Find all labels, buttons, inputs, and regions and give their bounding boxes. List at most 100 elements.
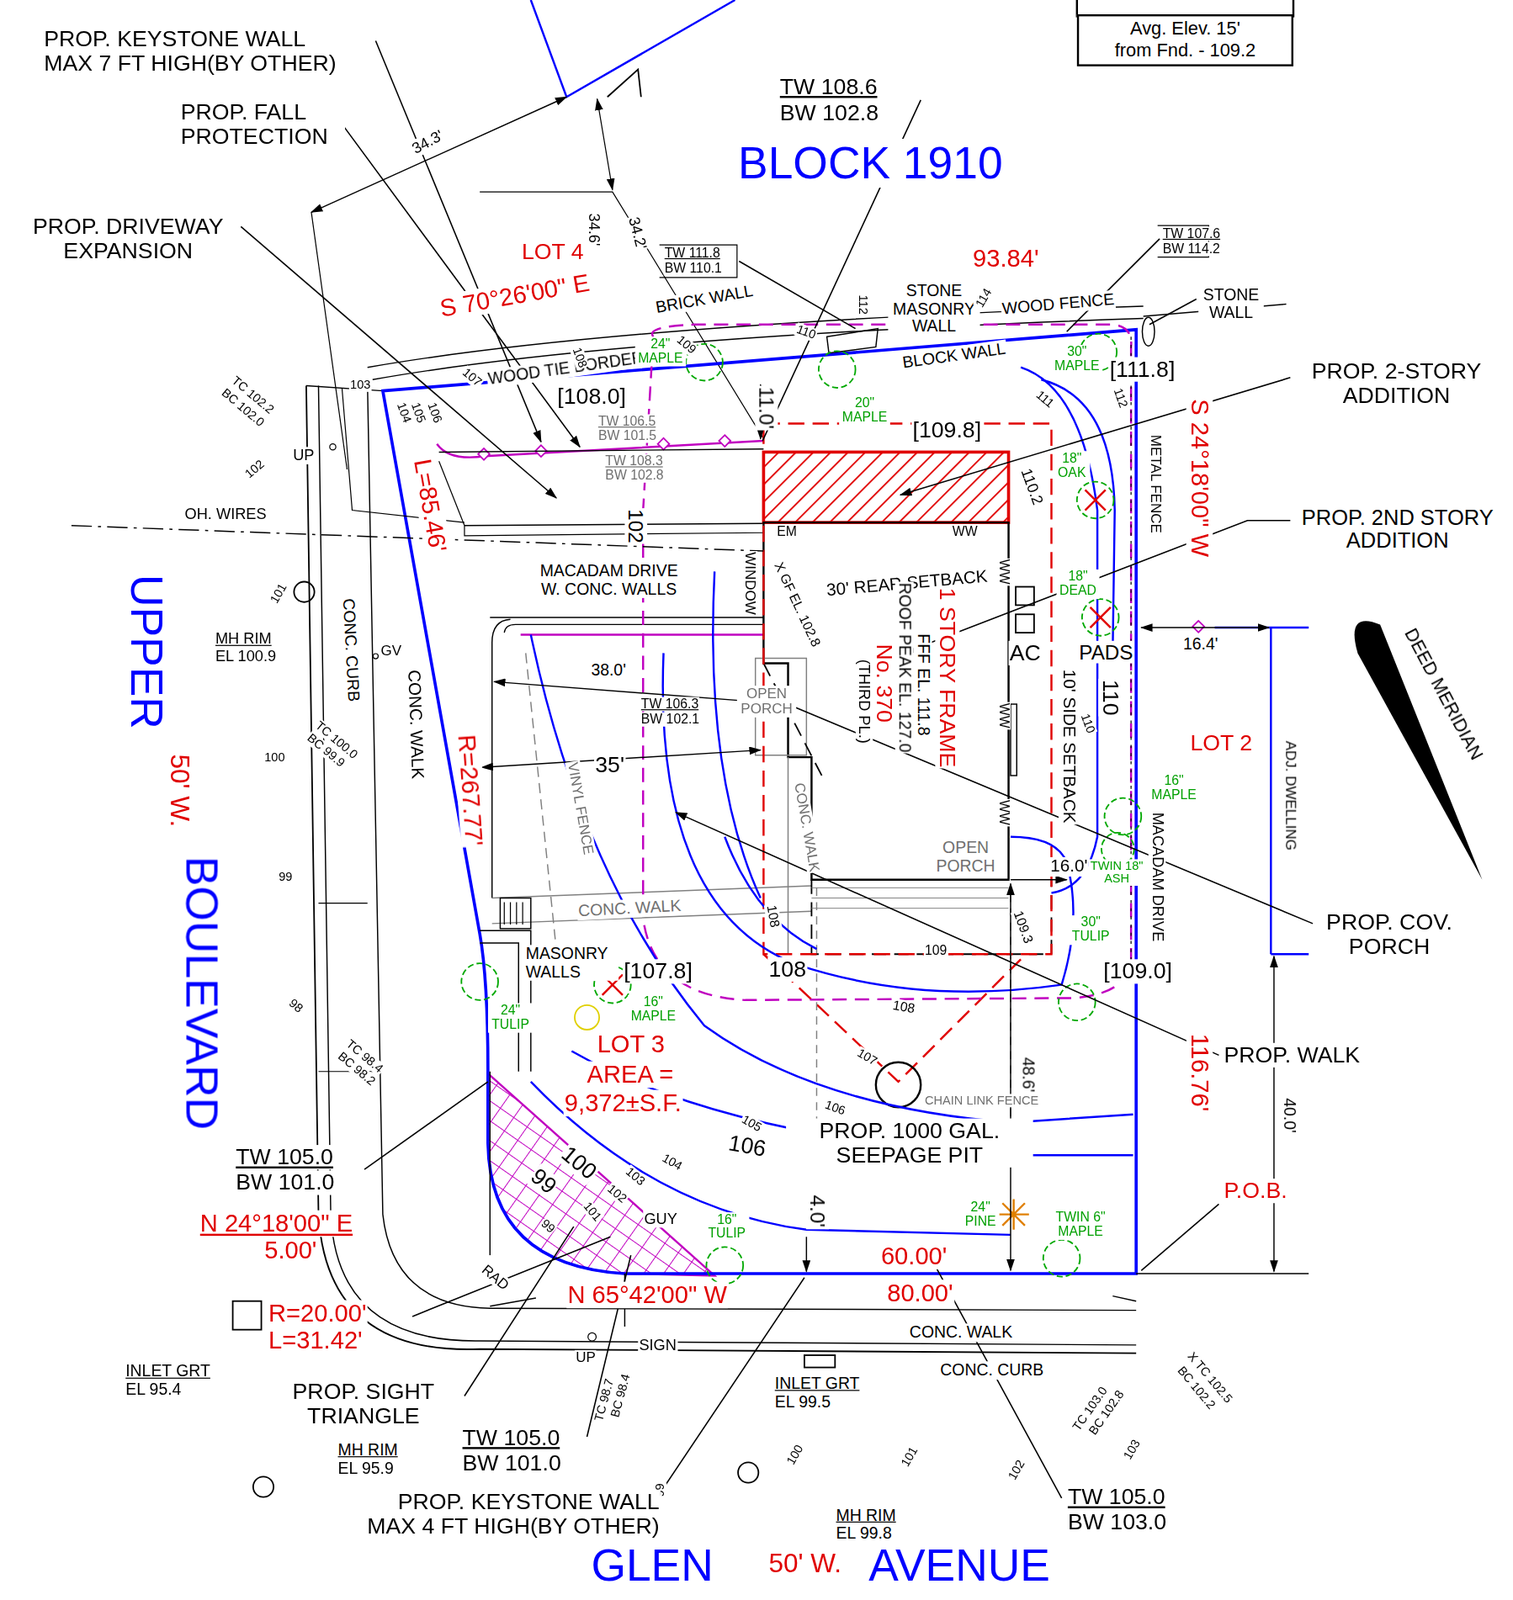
plan-label: 106	[424, 400, 445, 427]
plan-label: BW 102.8	[779, 100, 881, 126]
plan-label: EL 95.4	[124, 1380, 183, 1399]
plan-label: 40.0'	[1280, 1097, 1299, 1135]
plan-label: 106	[822, 1098, 849, 1119]
plan-label: UP	[574, 1350, 597, 1367]
plan-label: 110	[1077, 711, 1099, 738]
plan-label: 108	[763, 903, 782, 930]
plan-label: GV	[379, 642, 403, 659]
plan-label: PADS	[1077, 641, 1135, 664]
plan-label: 38.0'	[589, 661, 627, 680]
plan-label: 101	[267, 580, 291, 607]
street-name: UPPER	[122, 573, 172, 731]
plan-label: 107	[854, 1045, 881, 1069]
plan-label: 98	[285, 996, 307, 1017]
tree-label: 16" MAPLE	[1148, 774, 1200, 804]
plan-label: UP	[291, 446, 316, 464]
elevation-table-box: Avg. Elev. 15' from Fnd. - 109.2	[1077, 14, 1294, 67]
tree-label: 18" OAK	[1053, 451, 1091, 481]
plan-label: TW 108.6	[779, 74, 879, 100]
plan-label: BW 102.1	[640, 712, 701, 728]
plan-label: 105	[738, 1112, 765, 1136]
tree-label: 20" MAPLE	[838, 396, 891, 426]
street-name: GLEN	[589, 1541, 715, 1592]
plan-label: 104	[658, 1151, 685, 1174]
plan-label: STONE MASONRY WALL	[887, 281, 980, 336]
plan-label: WW	[996, 558, 1011, 586]
plan-label: CONC. CURB	[339, 597, 363, 704]
plan-label: PROP. KEYSTONE WALL MAX 4 FT HIGH(BY OTH…	[352, 1490, 661, 1540]
plan-label: ADJ. DWELLING	[1282, 739, 1299, 852]
plan-label: EL 95.9	[336, 1459, 395, 1478]
survey-label: LOT 3	[595, 1030, 666, 1058]
plan-label: 34.6'	[585, 212, 603, 247]
plan-label: PROP. FALL PROTECTION	[180, 100, 346, 150]
survey-label: S 70°26'00" E	[436, 269, 593, 323]
plan-label: BW 103.0	[1067, 1510, 1168, 1535]
survey-label: LOT 2	[1189, 731, 1253, 756]
plan-label: TW 111.8	[663, 245, 722, 261]
plan-label: FFF EL. 111.8	[913, 632, 932, 738]
plan-label: 100	[784, 1442, 807, 1469]
plan-label: 110	[1098, 679, 1123, 717]
plan-label: PROP. DRIVEWAY EXPANSION	[22, 214, 234, 265]
existing-feature-label: TW 106.5	[597, 414, 658, 430]
plan-label: 107	[458, 365, 485, 390]
survey-label: LOT 4	[520, 239, 585, 265]
plan-label: PROP. COV. PORCH	[1316, 910, 1462, 961]
existing-feature-label: BW 102.8	[604, 468, 665, 484]
plan-label: TW 106.3	[640, 697, 701, 712]
plan-label: 102	[242, 456, 269, 482]
plan-label: 35'	[594, 753, 626, 778]
plan-label: 48.6'	[1019, 1056, 1037, 1094]
tree-label: 30" TULIP	[1067, 915, 1115, 945]
plan-label: 99	[277, 870, 294, 885]
plan-label: BRICK WALL	[652, 281, 755, 318]
plan-label: MH RIM	[834, 1507, 898, 1525]
plan-label: 16.0'	[1049, 857, 1089, 877]
existing-feature-label: CONC. WALK	[791, 780, 823, 875]
existing-feature-label: CHAIN LINK FENCE	[923, 1093, 1041, 1108]
plan-label: WW	[996, 799, 1011, 827]
existing-feature-label: OPEN PORCH	[934, 838, 998, 876]
tree-label: TWIN 6" MAPLE	[1051, 1210, 1110, 1241]
existing-feature-label: VINYL FENCE	[564, 760, 597, 858]
plan-label: WW	[996, 702, 1011, 730]
survey-label: 1 STORY FRAME	[934, 587, 960, 770]
plan-label: 108	[890, 998, 917, 1017]
existing-feature-label: OPEN PORCH	[737, 685, 797, 717]
survey-label: 93.84'	[971, 244, 1041, 272]
plan-label: PROP. KEYSTONE WALL MAX 7 FT HIGH(BY OTH…	[42, 26, 351, 77]
plan-label: 108	[767, 957, 807, 983]
plan-label: 34.2'	[624, 214, 650, 253]
plan-label: RAD	[477, 1261, 513, 1295]
plan-label: METAL FENCE	[1147, 434, 1164, 535]
survey-label: No. 370	[871, 642, 897, 724]
plan-label: PROP. 1000 GAL. SEEPAGE PIT	[785, 1119, 1034, 1169]
plan-label: MACADAM DRIVE W. CONC. WALLS	[533, 562, 684, 599]
plan-label: (THIRD PL.)	[855, 658, 873, 745]
plan-label: 109.3	[1009, 908, 1036, 947]
plan-label: 110.2	[1017, 465, 1047, 509]
tree-label: 24" TULIP	[488, 1003, 533, 1033]
tree-label: TWIN 18" ASH	[1088, 859, 1146, 887]
plan-label: 16.4'	[1182, 635, 1220, 653]
plan-label: OH. WIRES	[183, 506, 267, 524]
plan-label: CONC. WALK	[403, 668, 427, 781]
plan-label: WINDOW	[741, 551, 758, 616]
plan-label: TW 105.0	[461, 1426, 561, 1451]
plan-label: CONC. WALK	[908, 1323, 1014, 1342]
plan-label: 102	[1005, 1457, 1029, 1484]
tree-label: 18" DEAD	[1056, 569, 1100, 600]
survey-label: 50' W.	[767, 1549, 843, 1579]
survey-label: 60.00'	[880, 1243, 949, 1271]
plan-label: 4.0'	[806, 1194, 829, 1229]
survey-label: R=20.00'	[267, 1300, 368, 1328]
plan-label: CONC. CURB	[939, 1361, 1045, 1380]
plan-label: 100	[263, 751, 287, 765]
plan-label: [108.0]	[556, 384, 627, 409]
plan-label: [109.0]	[1102, 959, 1174, 984]
plan-label: MACADAM DRIVE	[1148, 811, 1166, 943]
plan-label: EL 99.8	[834, 1524, 893, 1543]
plan-label: BW 101.0	[234, 1170, 336, 1195]
plan-label: BW 101.0	[461, 1451, 563, 1476]
